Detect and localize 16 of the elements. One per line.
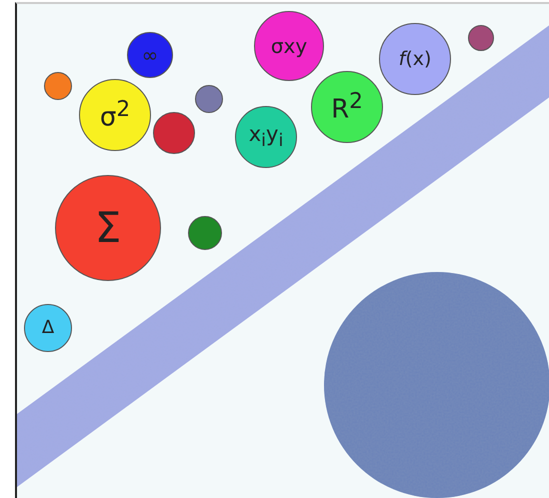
dot (468, 25, 494, 51)
symbol-label: f(x) (398, 50, 432, 68)
symbol-label: R$^{2}$ (331, 91, 363, 123)
symbol-label: Δ (42, 319, 54, 337)
symbol-label: Σ (94, 207, 122, 249)
symbol-circle (311, 71, 383, 143)
symbol-label: σxy (270, 36, 308, 56)
symbol-circle (24, 304, 72, 352)
dot (195, 85, 223, 113)
symbol-label: x$_{i}$y$_{i}$ (248, 124, 284, 150)
symbol-circle (127, 32, 173, 78)
symbol-label: σ$^{2}$ (100, 99, 130, 131)
dot (44, 72, 72, 100)
symbol-label: ∞ (142, 45, 158, 65)
dot (153, 112, 195, 154)
dot (188, 216, 222, 250)
